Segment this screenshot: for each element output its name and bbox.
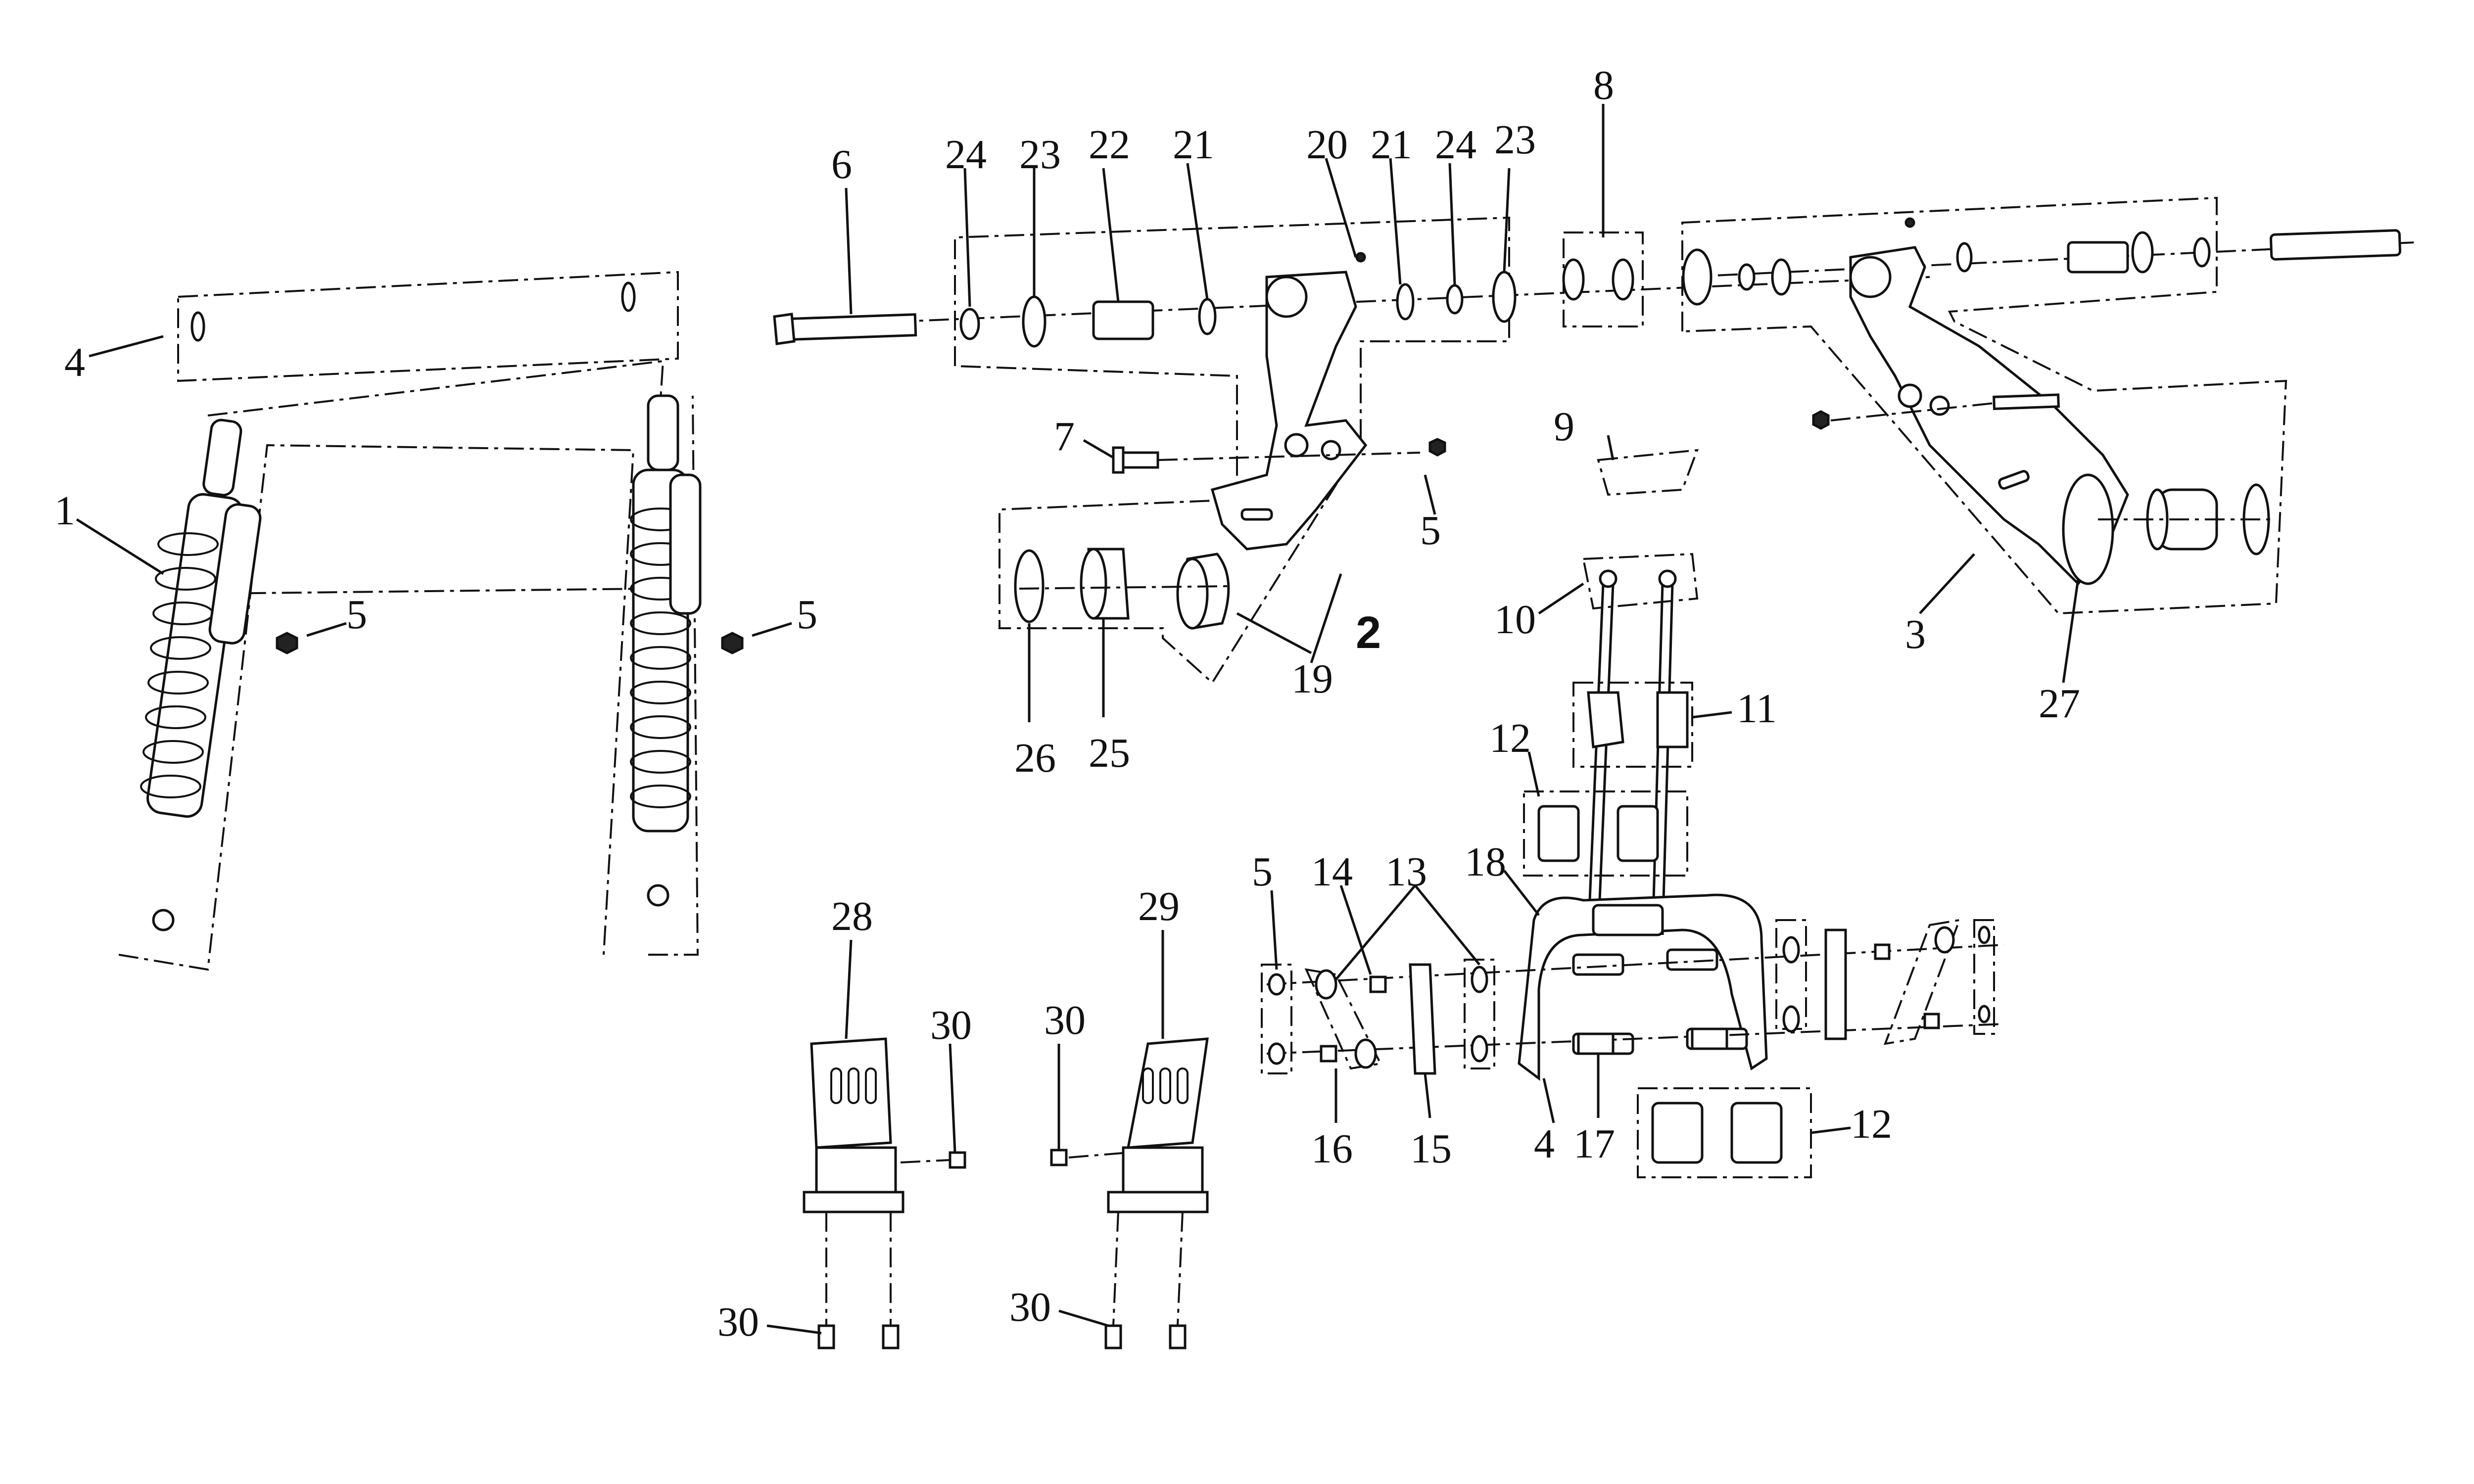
bushing-21a <box>1198 298 1217 335</box>
callout-23-left: 23 <box>1019 132 1061 178</box>
callout-27: 27 <box>2039 681 2080 727</box>
footrest-group <box>766 930 1209 1349</box>
callout-30-d: 30 <box>1009 1284 1051 1330</box>
callout-25: 25 <box>1089 730 1130 776</box>
block-12d <box>1730 1102 1783 1164</box>
nut-left <box>276 632 298 654</box>
pin-4 <box>1577 1032 1615 1055</box>
callout-8: 8 <box>1593 62 1614 108</box>
shock-absorber-group <box>76 271 792 971</box>
callout-6: 6 <box>831 141 852 187</box>
callout-5-arm: 5 <box>1420 508 1441 554</box>
shock-absorber-right <box>630 394 702 907</box>
callout-21-right: 21 <box>1371 122 1412 168</box>
callout-20: 20 <box>1306 122 1348 168</box>
callout-7: 7 <box>1054 414 1075 460</box>
washer-24a <box>959 308 980 340</box>
callout-1: 1 <box>54 488 75 534</box>
block-12a <box>1537 805 1580 862</box>
clamp-11a <box>1587 691 1624 748</box>
callout-17: 17 <box>1573 1121 1615 1167</box>
callout-12-top: 12 <box>1489 715 1531 761</box>
nut-right <box>721 632 744 654</box>
shock-absorber-left <box>140 418 262 931</box>
seal-23a <box>1022 295 1047 348</box>
callout-23-right: 23 <box>1494 117 1536 163</box>
cotter-pin-left <box>190 311 205 342</box>
stud-bolts-10 <box>1587 569 1677 935</box>
footrest-28 <box>810 1037 892 1149</box>
a-arm-left <box>1210 271 1368 551</box>
callout-labels: 1 4 5 5 6 24 23 22 21 20 21 24 23 8 7 5 … <box>54 62 2080 1345</box>
callout-30-a: 30 <box>930 1002 972 1048</box>
callout-5-left: 5 <box>346 592 367 638</box>
left-a-arm-group <box>773 158 1930 722</box>
nut-5-arm <box>1428 438 1446 457</box>
callout-30-b: 30 <box>1044 997 1086 1043</box>
clamp-11b <box>1656 691 1689 748</box>
callout-13: 13 <box>1385 849 1427 895</box>
callout-5-bracket: 5 <box>1252 849 1273 895</box>
callout-10: 10 <box>1494 597 1536 643</box>
callout-4-top: 4 <box>64 339 85 385</box>
footrest-29 <box>1126 1037 1209 1149</box>
callout-28: 28 <box>831 893 873 939</box>
callout-4-bottom: 4 <box>1534 1121 1555 1167</box>
seal-26 <box>1014 549 1045 623</box>
block-12c <box>1651 1102 1704 1164</box>
callout-24-right: 24 <box>1435 122 1476 168</box>
seal-right <box>1682 248 1713 306</box>
callout-19: 19 <box>1291 656 1333 702</box>
right-a-arm-group <box>1681 196 2415 683</box>
callout-12-bottom: 12 <box>1851 1101 1892 1147</box>
callout-9: 9 <box>1554 404 1574 450</box>
callout-2: 2 <box>1356 607 1381 658</box>
callout-5-right: 5 <box>797 592 817 638</box>
sleeve-22 <box>1092 300 1154 340</box>
callout-29: 29 <box>1138 883 1180 929</box>
block-12b <box>1617 805 1659 862</box>
seal-23b <box>1492 271 1517 323</box>
callout-30-c: 30 <box>717 1299 759 1345</box>
bushing-pair-8 <box>1562 104 1644 327</box>
washer-24b <box>1446 284 1464 315</box>
cotter-pin-right <box>621 281 636 312</box>
pivot-shaft <box>773 313 917 345</box>
callout-3: 3 <box>1905 611 1926 657</box>
callout-26: 26 <box>1014 735 1056 781</box>
callout-24-left: 24 <box>945 132 987 178</box>
callout-21-left: 21 <box>1173 122 1214 168</box>
callout-18: 18 <box>1465 839 1506 885</box>
rear-bracket-group <box>1261 435 2004 1178</box>
bushing-21b <box>1396 283 1415 321</box>
spacer-16 <box>1320 1045 1337 1063</box>
callout-22: 22 <box>1089 122 1130 168</box>
callout-16: 16 <box>1311 1126 1353 1172</box>
link-plate-15 <box>1409 963 1436 1075</box>
callout-15: 15 <box>1410 1126 1452 1172</box>
callout-11: 11 <box>1737 686 1777 732</box>
callout-14: 14 <box>1311 849 1353 895</box>
